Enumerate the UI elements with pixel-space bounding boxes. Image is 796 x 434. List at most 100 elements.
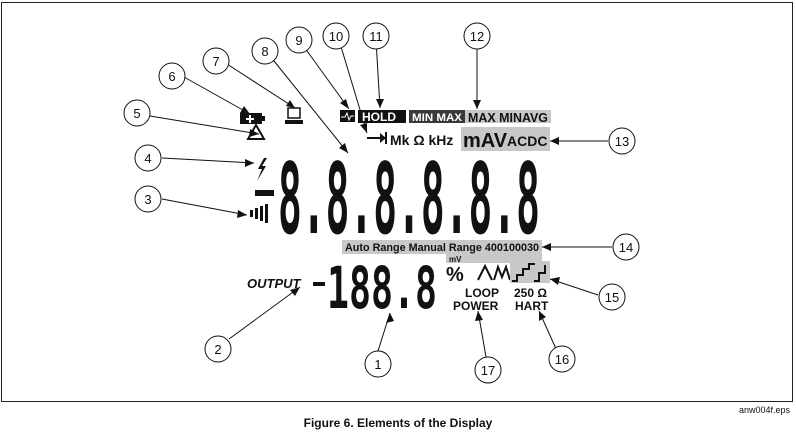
lightning-icon <box>257 158 267 181</box>
callout-15: 15 <box>605 290 619 305</box>
main-minus-segment <box>255 190 274 196</box>
arrow-3 <box>237 210 247 218</box>
arrow-4 <box>245 159 254 167</box>
ohm-250-label: 250 Ω <box>514 286 547 300</box>
max-minavg-label: MAX MINAVG <box>468 110 548 125</box>
leader-9 <box>301 43 350 110</box>
main-digits <box>255 190 274 196</box>
callout-14: 14 <box>619 240 633 255</box>
range-sub-bg <box>446 254 542 263</box>
arrow-13 <box>550 137 559 145</box>
min-max-label: MIN MAX <box>412 112 463 124</box>
arrow-16 <box>539 311 546 321</box>
arrow-6 <box>240 106 250 114</box>
hold-label: HOLD <box>362 110 396 124</box>
arrow-8 <box>339 143 348 153</box>
callout-3: 3 <box>144 192 151 207</box>
ramp-wave-icon <box>477 263 511 281</box>
range-sub-text: mV <box>449 255 462 264</box>
callout-circles <box>123 22 640 384</box>
leader-lines <box>149 39 612 358</box>
callout-circle-1 <box>364 350 392 378</box>
secondary-minus-segment <box>313 282 325 286</box>
step-wave-icon <box>510 261 550 283</box>
hart-label: HART <box>515 299 549 313</box>
percent-sign: % <box>446 264 464 286</box>
callout-circle-5 <box>123 99 151 127</box>
callout-circle-15 <box>598 283 626 311</box>
callout-8: 8 <box>261 44 268 59</box>
output-label: OUTPUT <box>247 276 302 291</box>
callout-circle-4 <box>134 144 162 172</box>
secondary-digit-readout: 188.8 <box>327 254 437 322</box>
callout-13: 13 <box>615 134 629 149</box>
callout-9: 9 <box>295 33 302 48</box>
arrow-connector-icon <box>367 132 387 144</box>
max-minavg-bg <box>465 110 551 123</box>
power-label: POWER <box>453 299 499 313</box>
callout-circle-9 <box>285 26 313 54</box>
min-max-bg <box>409 110 465 123</box>
arrowheads <box>237 99 560 323</box>
callout-1: 1 <box>374 357 381 372</box>
callout-circle-17 <box>474 356 502 384</box>
callout-circle-16 <box>548 345 576 373</box>
callout-17: 17 <box>481 363 495 378</box>
callout-circle-12 <box>463 22 491 50</box>
arrow-1 <box>386 313 394 323</box>
callout-7: 7 <box>212 54 219 69</box>
leader-7 <box>226 63 296 109</box>
leader-2 <box>228 286 301 340</box>
units-row: Mk Ω kHz <box>390 132 453 148</box>
leader-8 <box>269 55 349 154</box>
figure-caption: Figure 6. Elements of the Display <box>303 416 493 430</box>
battery-icon <box>240 113 265 124</box>
callout-6: 6 <box>168 69 175 84</box>
arrow-7 <box>286 100 295 108</box>
callout-circle-6 <box>158 62 186 90</box>
arrow-17 <box>475 311 483 321</box>
acdc-label: ACDC <box>507 133 547 149</box>
computer-icon <box>285 107 303 124</box>
loop-label: LOOP <box>465 286 499 300</box>
callout-10: 10 <box>329 29 343 44</box>
callout-circle-10 <box>322 22 350 50</box>
callout-5: 5 <box>133 106 140 121</box>
speaker-icon <box>250 204 268 223</box>
leader-4 <box>161 157 255 164</box>
arrow-10 <box>360 123 367 133</box>
range-bar-text: Auto Range Manual Range 400100030 <box>345 242 539 254</box>
mav-label: mAV <box>463 130 508 152</box>
callout-2: 2 <box>214 342 221 357</box>
callout-circle-11 <box>362 22 390 50</box>
display-diagram: 1 2 3 4 5 6 7 8 9 10 11 12 13 14 15 16 1… <box>123 22 640 384</box>
callout-circle-14 <box>612 233 640 261</box>
arrow-9 <box>340 99 349 109</box>
callout-11: 11 <box>369 29 383 44</box>
arrow-2 <box>290 287 300 296</box>
arrow-15 <box>550 277 560 285</box>
hold-bg <box>358 110 406 123</box>
warning-triangle-icon <box>246 122 266 140</box>
leader-6 <box>183 76 251 115</box>
callout-16: 16 <box>555 352 569 367</box>
callout-circle-13 <box>608 127 636 155</box>
callout-12: 12 <box>470 29 484 44</box>
callout-circle-3 <box>134 185 162 213</box>
callout-circle-7 <box>202 47 230 75</box>
callout-4: 4 <box>144 151 151 166</box>
leader-3 <box>161 198 248 216</box>
source-filename: anw004f.eps <box>738 405 790 415</box>
diode-icon <box>340 110 355 122</box>
leader-5 <box>149 115 260 135</box>
diagram-frame: 1 2 3 4 5 6 7 8 9 10 11 12 13 14 15 16 1… <box>1 2 793 402</box>
mav-acdc-bg <box>461 127 550 151</box>
arrow-11 <box>376 99 384 108</box>
arrow-14 <box>542 243 551 251</box>
main-digit-readout: 8.8.8.8.8.8 <box>278 143 540 257</box>
leader-11 <box>375 39 381 109</box>
arrow-12 <box>473 100 481 109</box>
callout-circle-8 <box>251 37 279 65</box>
callout-numbers: 1 2 3 4 5 6 7 8 9 10 11 12 13 14 15 16 1… <box>133 29 633 378</box>
callout-circle-2 <box>204 335 232 363</box>
